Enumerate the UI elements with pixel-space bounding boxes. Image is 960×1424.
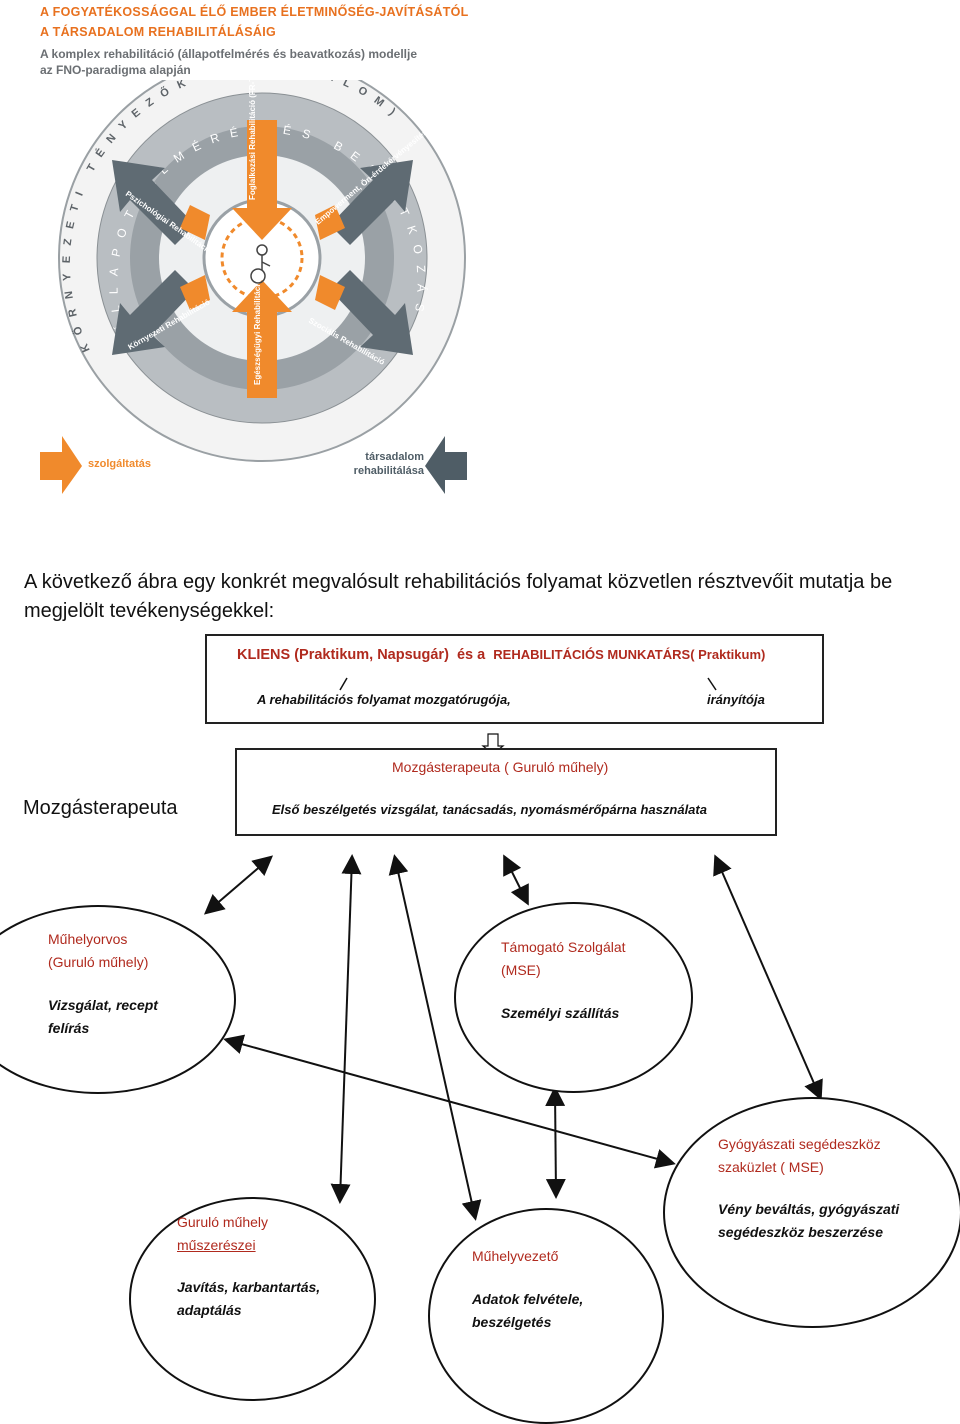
intro-text: A következő ábra egy konkrét megvalósult…: [24, 571, 893, 622]
service-arrow-icon: [40, 436, 82, 494]
link-therapist-mechanics: [330, 854, 362, 1204]
arrow-top: [232, 120, 292, 240]
client-role-right: irányítója: [707, 692, 765, 707]
header-line-4: az FNO-paradigma alapján: [40, 63, 191, 77]
sector-arrows: [112, 120, 413, 398]
link-support-manager: [545, 1086, 566, 1199]
wedge-ul: [180, 205, 210, 240]
header-line-1: A FOGYATÉKOSSÁGGAL ÉLŐ EMBER ÉLETMINŐSÉG…: [40, 5, 469, 19]
society-arrow-icon: [425, 436, 467, 494]
arrow-lower-left: [112, 270, 195, 355]
arrow-bottom: [232, 280, 292, 398]
side-label-therapist: Mozgásterapeuta: [23, 797, 178, 819]
shop-node: [663, 1097, 960, 1328]
therapist-title: Mozgásterapeuta ( Guruló műhely): [392, 759, 609, 775]
support-title-1: Támogató Szolgálat: [501, 939, 626, 955]
shop-title-2: szaküzlet ( MSE): [718, 1159, 824, 1175]
shop-title-1: Gyógyászati segédeszköz: [718, 1136, 881, 1152]
mechanics-node: [129, 1197, 376, 1401]
client-box: KLIENS (Praktikum, Napsugár) és a REHABI…: [205, 634, 824, 724]
wedge-ll: [180, 275, 210, 310]
shop-activity-1: Vény beváltás, gyógyászati: [718, 1201, 900, 1217]
arrow-upper-left: [112, 160, 195, 245]
link-therapist-manager: [388, 854, 482, 1221]
sector-label-top: Foglalkozási Rehabilitáció (FR-TF): [248, 80, 257, 200]
core-dashed-ring: [220, 216, 304, 300]
mechanics-title-1: Guruló műhely: [177, 1214, 269, 1230]
wedge-lr: [315, 275, 345, 310]
link-therapist-support: [503, 854, 529, 906]
header-line-3: A komplex rehabilitáció (állapotfelmérés…: [40, 47, 418, 61]
therapist-activity: Első beszélgetés vizsgálat, tanácsadás, …: [272, 802, 707, 817]
therapist-box: Mozgásterapeuta ( Guruló műhely) Első be…: [235, 748, 777, 836]
doctor-title-2: (Guruló műhely): [48, 954, 149, 970]
manager-activity-1: Adatok felvétele,: [472, 1291, 584, 1307]
manager-node: [428, 1208, 664, 1424]
mechanics-title-2: műszerészei: [177, 1237, 256, 1253]
person-icon: [250, 244, 271, 284]
shop-activity-2: segédeszköz beszerzése: [718, 1224, 883, 1240]
legend-service-label: szolgáltatás: [88, 458, 151, 470]
doctor-activity-1: Vizsgálat, recept: [48, 997, 158, 1013]
doctor-activity-2: felírás: [48, 1020, 90, 1036]
manager-activity-2: beszélgetés: [472, 1314, 552, 1330]
sector-label-bottom: Egészségügyi Rehabilitáció: [253, 280, 262, 385]
manager-title-1: Műhelyvezető: [472, 1248, 559, 1264]
mechanics-activity-2: adaptálás: [177, 1302, 242, 1318]
tick-right: [707, 677, 717, 691]
mechanics-activity-1: Javítás, karbantartás,: [177, 1279, 321, 1295]
wedge-ur: [315, 205, 345, 240]
link-therapist-shop: [713, 854, 823, 1101]
legend-society-label-1: társadalom: [365, 451, 424, 463]
arrow-upper-right: [330, 160, 413, 245]
support-activity-1: Személyi szállítás: [501, 1005, 620, 1021]
link-doctor-shop: [223, 1034, 676, 1169]
support-title-2: (MSE): [501, 962, 541, 978]
link-therapist-doctor: [203, 855, 274, 915]
client-title: KLIENS (Praktikum, Napsugár) és a REHABI…: [237, 647, 766, 663]
header-line-2: A TÁRSADALOM REHABILITÁLÁSÁIG: [40, 25, 277, 39]
rehabilitation-wheel: KÖRNYEZETI TÉNYEZŐK (TÁRSADALOM) ÁLLAPOT…: [58, 80, 466, 462]
tick-left: [339, 677, 348, 691]
support-node: [454, 902, 693, 1093]
doctor-node: [0, 905, 236, 1094]
legend-society-label-2: rehabilitálása: [353, 465, 424, 477]
client-role-left: A rehabilitációs folyamat mozgatórugója,: [257, 692, 511, 707]
doctor-title-1: Műhelyorvos: [48, 931, 128, 947]
arrow-lower-right: [330, 270, 413, 355]
